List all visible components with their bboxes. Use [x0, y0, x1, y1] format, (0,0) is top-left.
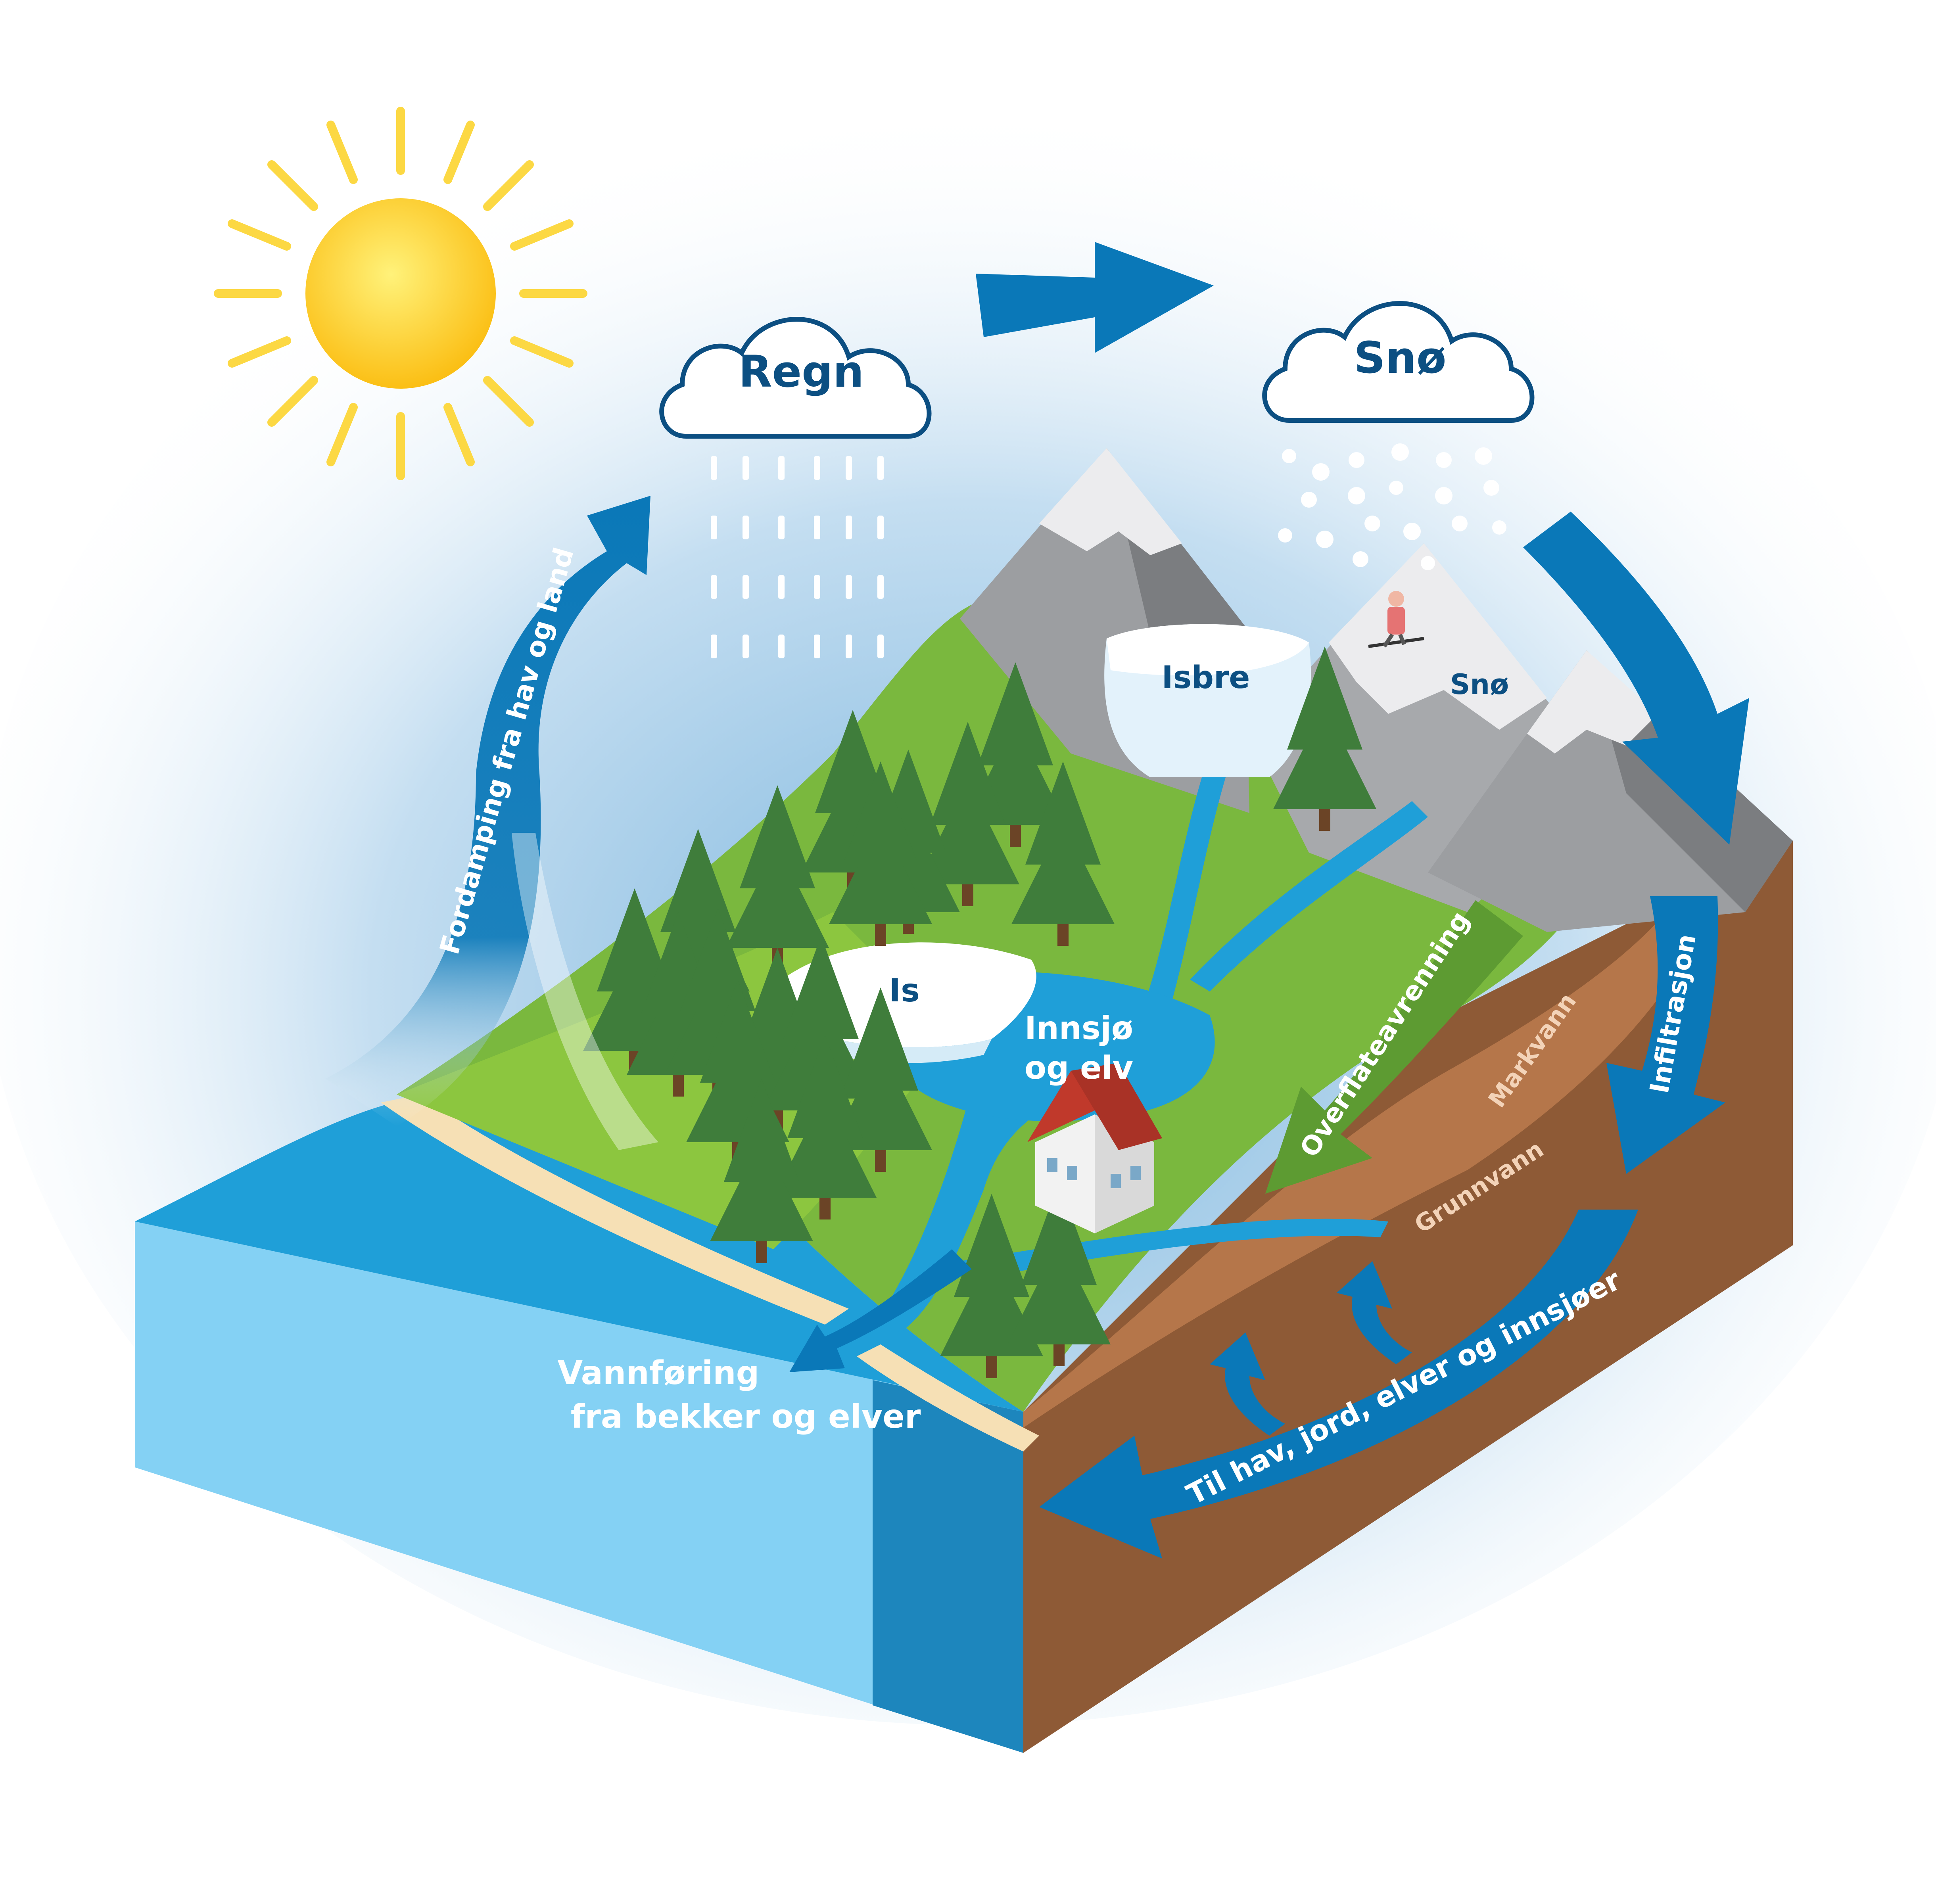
label-vannforing-1: Vannføring [558, 1354, 760, 1392]
glacier [1104, 624, 1311, 777]
label-isbre: Isbre [1162, 660, 1250, 696]
stream-lower [960, 1218, 1388, 1281]
house-icon [1027, 1063, 1162, 1233]
sea-side-face [135, 1221, 1023, 1753]
sea-side-face-dark [873, 1380, 1023, 1753]
mountain-back-left-snow [1039, 448, 1182, 555]
infiltration-arrow [1606, 896, 1725, 1174]
label-vannforing-2: fra bekker og elver [571, 1398, 921, 1436]
soil-face [1023, 841, 1793, 1753]
snow-flakes [1278, 443, 1506, 570]
soil-layer-light [1023, 892, 1713, 1428]
groundwater-branch-1 [1337, 1261, 1412, 1364]
groundwater-arrow [1039, 1210, 1638, 1559]
label-regn: Regn [739, 346, 864, 397]
runoff-arrow [1265, 900, 1523, 1194]
discharge-arrow [789, 1249, 972, 1372]
snowfall-arrow [1523, 512, 1749, 845]
stream-right [1190, 801, 1428, 991]
evaporation-arrow-tail [512, 833, 658, 1150]
skier-icon [1368, 591, 1424, 648]
snow-cloud-icon [1262, 301, 1535, 423]
sun-icon [214, 107, 587, 480]
evaporation-arrow [325, 496, 650, 1126]
mountain-right-snow [1527, 650, 1658, 754]
label-sno-mountain: Snø [1450, 668, 1509, 701]
sea-surface [135, 1095, 1023, 1412]
mountain-middle-snow [1329, 543, 1547, 730]
label-is: Is [889, 972, 919, 1009]
groundwater-branch-2 [1210, 1333, 1285, 1436]
beach-left [381, 1095, 849, 1325]
cloud-flow-arrow [976, 242, 1214, 353]
label-innsjo-2: og elv [1025, 1049, 1133, 1086]
label-innsjo-1: Innsjø [1025, 1010, 1133, 1047]
rain-cloud-icon [659, 317, 932, 439]
beach-right [857, 1344, 1039, 1451]
label-sno-cloud: Snø [1354, 332, 1446, 383]
